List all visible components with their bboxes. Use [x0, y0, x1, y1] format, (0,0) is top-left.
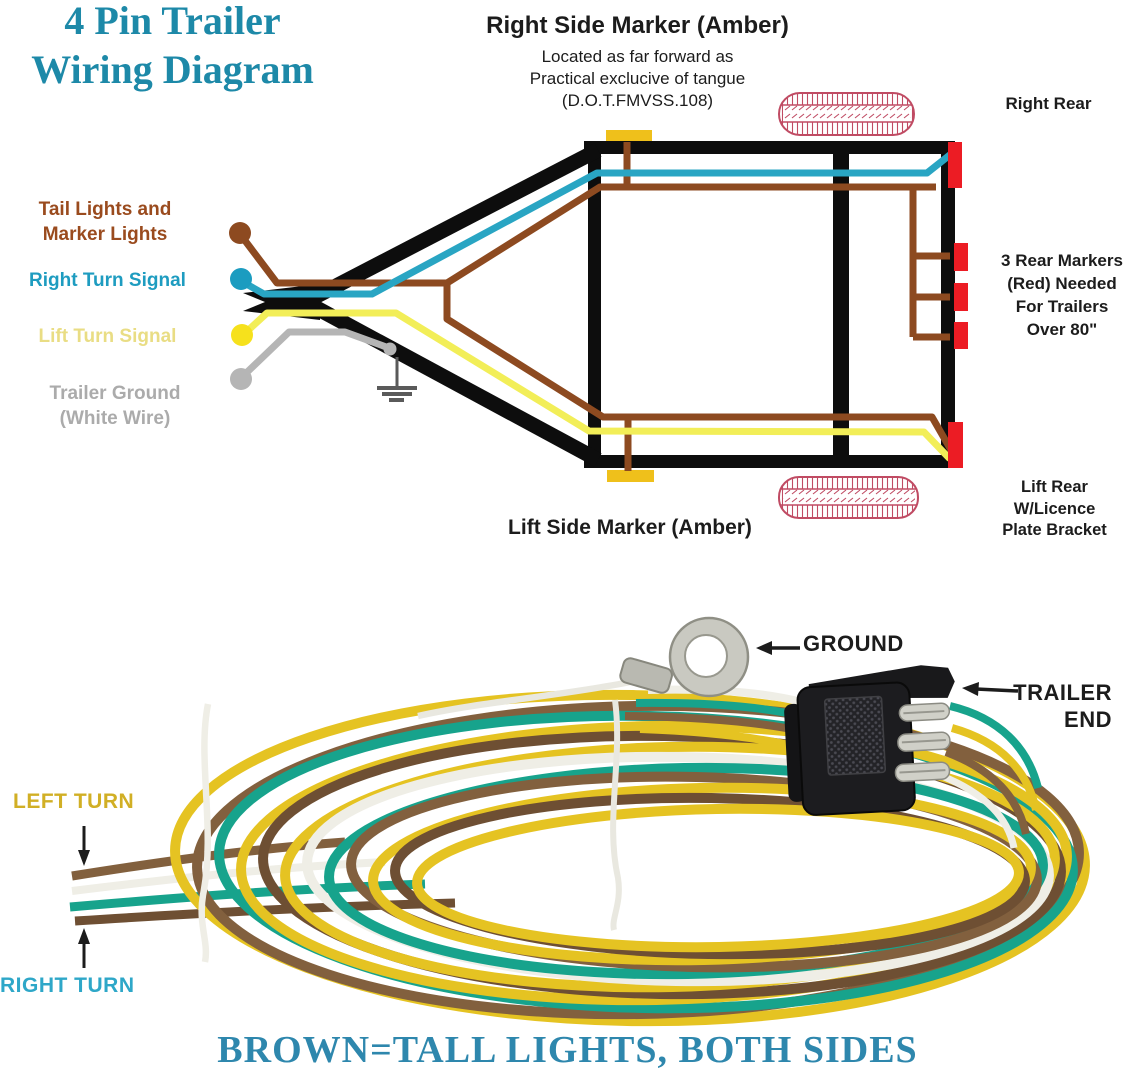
brown-wire: [237, 142, 955, 471]
bottom-caption: BROWN=TALL LIGHTS, BOTH SIDES: [217, 1029, 918, 1071]
right-turn-signal-label: Right Turn Signal: [29, 270, 186, 291]
page-title-line2: Wiring Diagram: [31, 47, 314, 92]
rear-markers-note: 3 Rear Markers (Red) Needed For Trailers…: [1001, 251, 1123, 339]
red-markers: [948, 142, 968, 468]
teal-wire: [239, 151, 954, 298]
page-title: 4 Pin Trailer Wiring Diagram: [5, 0, 340, 94]
trailer-ground-label: Trailer Ground (White Wire): [49, 383, 181, 429]
harness-photo: [69, 616, 1090, 1027]
amber-marker-bottom: [607, 470, 654, 482]
white-ground-lead: [417, 678, 631, 931]
tail-lights-label: Tail Lights and Marker Lights: [38, 199, 172, 245]
annotation-arrows: [78, 641, 1019, 968]
connector-pin-dots: [229, 222, 253, 390]
harness-coil: [170, 689, 1090, 1027]
left-turn-label: LEFT TURN: [13, 790, 135, 813]
trailer-tongue: [307, 143, 602, 467]
lift-rear-note: Lift Rear W/Licence Plate Bracket: [1002, 478, 1107, 539]
trailer-diagram: [229, 92, 968, 519]
ground-label: GROUND: [803, 631, 904, 656]
ground-wire-terminal: [383, 342, 397, 356]
ground-symbol-icon: [377, 357, 417, 402]
lift-side-marker-label: Lift Side Marker (Amber): [508, 516, 752, 539]
ring-terminal-icon: [619, 616, 750, 698]
trailer-connector-icon: [784, 665, 955, 816]
white-tie-wire: [198, 703, 212, 963]
lift-turn-signal-label: Lift Turn Signal: [38, 326, 177, 347]
amber-marker-top: [606, 130, 652, 142]
trailer-frame: [584, 141, 955, 468]
right-turn-label: RIGHT TURN: [0, 974, 135, 997]
ground-wire: [238, 328, 391, 381]
yellow-wire: [240, 309, 953, 462]
right-side-marker-heading: Right Side Marker (Amber): [486, 12, 789, 39]
tire-top-icon: [778, 92, 915, 136]
trailer-end-label: TRAILER END: [1013, 680, 1112, 732]
right-side-marker-subtext: Located as far forward as Practical excl…: [529, 47, 746, 110]
tire-bottom-icon: [778, 476, 919, 519]
page-title-line1: 4 Pin Trailer: [64, 0, 281, 43]
right-rear-label: Right Rear: [1005, 94, 1092, 113]
